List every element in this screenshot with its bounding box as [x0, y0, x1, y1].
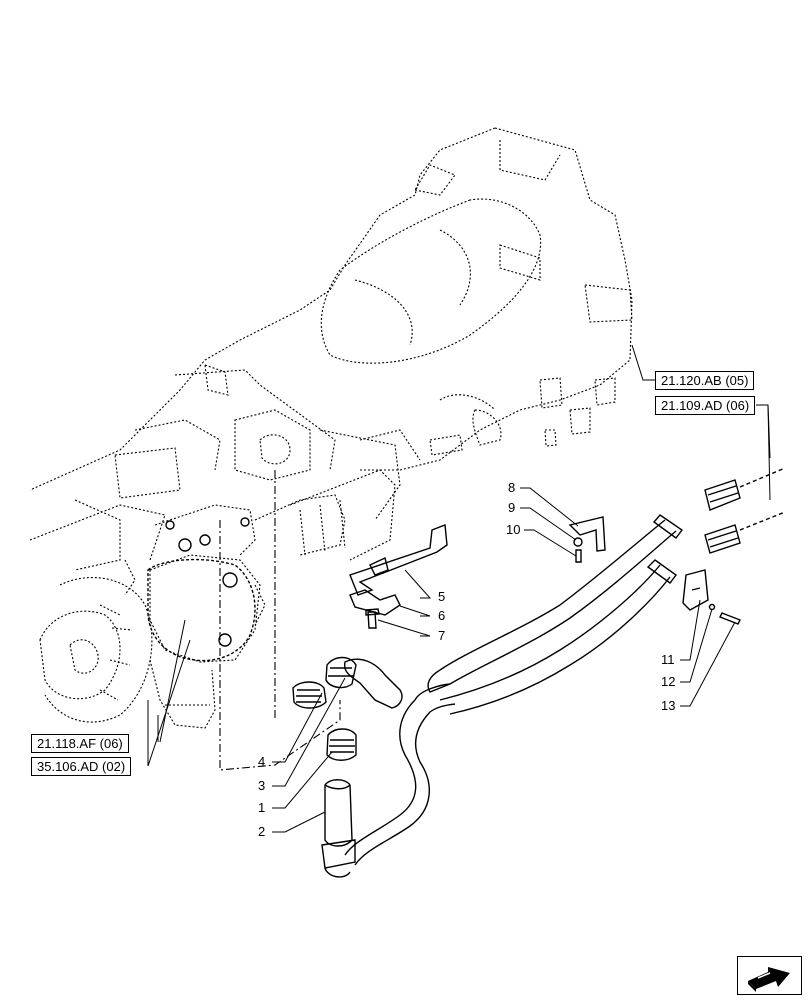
- callout-4: 4: [258, 754, 266, 769]
- reference-label-21-118-af[interactable]: 21.118.AF (06): [31, 734, 129, 753]
- next-page-arrow-icon: [748, 967, 790, 992]
- callout-2: 2: [258, 824, 266, 839]
- callout-3: 3: [258, 778, 266, 793]
- callout-8: 8: [508, 480, 516, 495]
- callout-9: 9: [508, 500, 516, 515]
- callout-7: 7: [438, 628, 446, 643]
- next-page-button[interactable]: [737, 956, 802, 995]
- callout-12: 12: [661, 674, 676, 689]
- callout-6: 6: [438, 608, 446, 623]
- callout-11: 11: [661, 652, 675, 667]
- reference-label-35-106-ad[interactable]: 35.106.AD (02): [31, 757, 132, 776]
- reference-label-21-120-ab[interactable]: 21.120.AB (05): [655, 371, 755, 390]
- callout-1: 1: [258, 800, 266, 815]
- callout-13: 13: [661, 698, 676, 713]
- callout-10: 10: [506, 522, 521, 537]
- callout-5: 5: [438, 589, 446, 604]
- reference-label-21-109-ad[interactable]: 21.109.AD (06): [655, 396, 756, 415]
